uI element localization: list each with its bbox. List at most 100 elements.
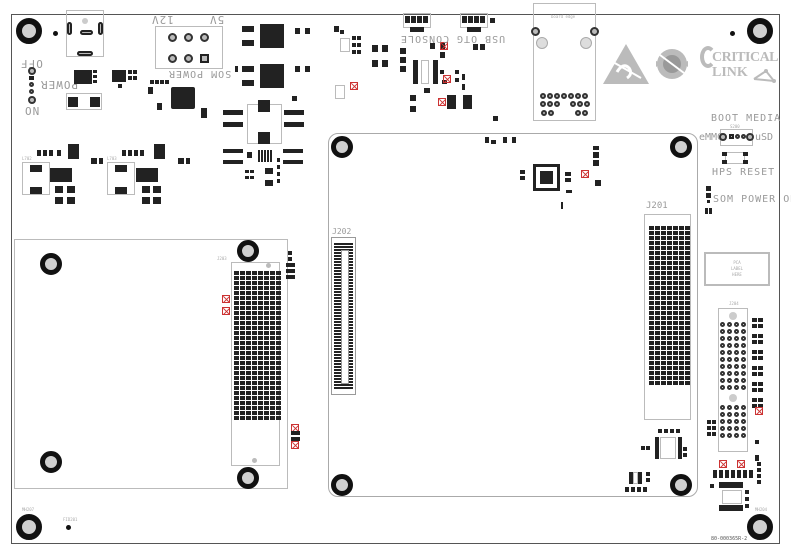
j203-pin — [276, 376, 281, 380]
boot-media-switch-pin-4[interactable] — [741, 134, 746, 139]
j201-pin — [667, 296, 672, 300]
j203-pin — [270, 411, 275, 415]
pad — [223, 160, 243, 164]
inductor-l703-pad-1 — [115, 165, 127, 172]
j201-pin — [649, 281, 654, 285]
som-power-pin-1[interactable] — [168, 33, 177, 42]
boot-media-switch-pin-emmc[interactable] — [719, 133, 727, 141]
j201-pin — [667, 306, 672, 310]
board-edge-label: board edge — [551, 14, 576, 19]
j201-pin — [673, 376, 678, 380]
usb-otg-pin-4[interactable] — [480, 16, 485, 23]
j204-pin — [741, 419, 746, 424]
pad — [455, 78, 459, 82]
pad — [153, 186, 161, 193]
j203-pin — [276, 291, 281, 295]
power-switch-pin-3[interactable] — [29, 89, 34, 94]
console-pin-1[interactable] — [405, 16, 410, 23]
j201-pin — [655, 296, 660, 300]
console-pin-2[interactable] — [411, 16, 416, 23]
hps-reset-button-pad-3[interactable] — [722, 160, 727, 164]
pad — [357, 43, 361, 47]
som-power-pin-5[interactable] — [184, 54, 193, 63]
l702-label: L702 — [22, 156, 32, 161]
power-switch-pin-4[interactable] — [28, 96, 36, 104]
pad — [286, 275, 295, 279]
critical-link-logo-text-1: CRITICAL — [712, 50, 779, 65]
j203-pin — [276, 276, 281, 280]
j201-pin — [685, 241, 690, 245]
j203-pin — [246, 291, 251, 295]
j203-pin — [264, 406, 269, 410]
critical-link-logo: CRITICAL LINK — [700, 45, 780, 85]
j201-pin — [661, 251, 666, 255]
pad — [242, 26, 254, 32]
fiducial-label: FID201 — [63, 517, 78, 522]
s200-label: S200 — [730, 124, 740, 129]
j201-pin — [649, 246, 654, 250]
usb-otg-pin-2[interactable] — [468, 16, 473, 23]
j201-pin — [655, 256, 660, 260]
j201-pin — [667, 241, 672, 245]
j204-pin — [720, 426, 725, 431]
j203-key-marker — [252, 458, 257, 463]
pad — [757, 480, 761, 484]
pad — [758, 318, 763, 322]
boot-media-switch-pin-3[interactable] — [735, 134, 740, 139]
boot-media-switch-pin-2[interactable] — [729, 134, 734, 139]
j203-pin — [270, 376, 275, 380]
j201-pin — [649, 231, 654, 235]
v12-label: 12V — [151, 13, 174, 26]
boot-media-switch-pin-usd[interactable] — [746, 133, 754, 141]
j203-pin — [252, 276, 257, 280]
som-power-pin-4[interactable] — [168, 54, 177, 63]
j201-pin — [679, 326, 684, 330]
pad — [520, 170, 525, 174]
console-pin-3[interactable] — [417, 16, 422, 23]
dnp-marker — [291, 441, 299, 449]
j201-pin — [685, 346, 690, 350]
j203-pin — [276, 366, 281, 370]
j203-pin — [252, 286, 257, 290]
j203-pin — [240, 411, 245, 415]
j201-pin — [649, 376, 654, 380]
pad — [223, 122, 243, 127]
boot-media-label: BOOT MEDIA — [711, 113, 782, 124]
ethernet-pin — [561, 93, 567, 99]
j201-pin — [685, 336, 690, 340]
usb-otg-pin-1[interactable] — [462, 16, 467, 23]
j203-pin — [264, 401, 269, 405]
j204-pin — [741, 426, 746, 431]
j201-pin — [673, 231, 678, 235]
j201-pin — [679, 276, 684, 280]
j203-pin — [276, 361, 281, 365]
j201-pin — [667, 226, 672, 230]
pad — [712, 420, 716, 424]
som-power-pin-3[interactable] — [200, 33, 209, 42]
pad — [758, 324, 763, 328]
left-som-hole-tr — [237, 240, 259, 262]
power-switch-pin-1[interactable] — [28, 67, 36, 75]
j204-pin-grid-lower — [720, 405, 746, 438]
hps-reset-button-pad-1[interactable] — [722, 152, 727, 156]
j204-pin — [741, 329, 746, 334]
hps-reset-button-pad-4[interactable] — [743, 160, 748, 164]
som-power-pin-6[interactable] — [200, 54, 209, 63]
j203-pin — [270, 416, 275, 420]
pad — [462, 84, 465, 90]
pad — [118, 84, 122, 88]
j201-pin — [685, 376, 690, 380]
som-power-pin-2[interactable] — [184, 33, 193, 42]
hps-reset-button-pad-2[interactable] — [743, 152, 748, 156]
j203-pin — [240, 321, 245, 325]
power-switch-pin-2[interactable] — [29, 82, 34, 87]
console-pin-4[interactable] — [423, 16, 428, 23]
inductor-l703-outline — [107, 162, 135, 195]
pad — [424, 88, 430, 93]
j203-pin — [258, 341, 263, 345]
pad — [242, 80, 254, 86]
j204-pin — [720, 350, 725, 355]
usb-otg-pin-3[interactable] — [474, 16, 479, 23]
j201-pin — [685, 361, 690, 365]
j203-pin — [276, 356, 281, 360]
